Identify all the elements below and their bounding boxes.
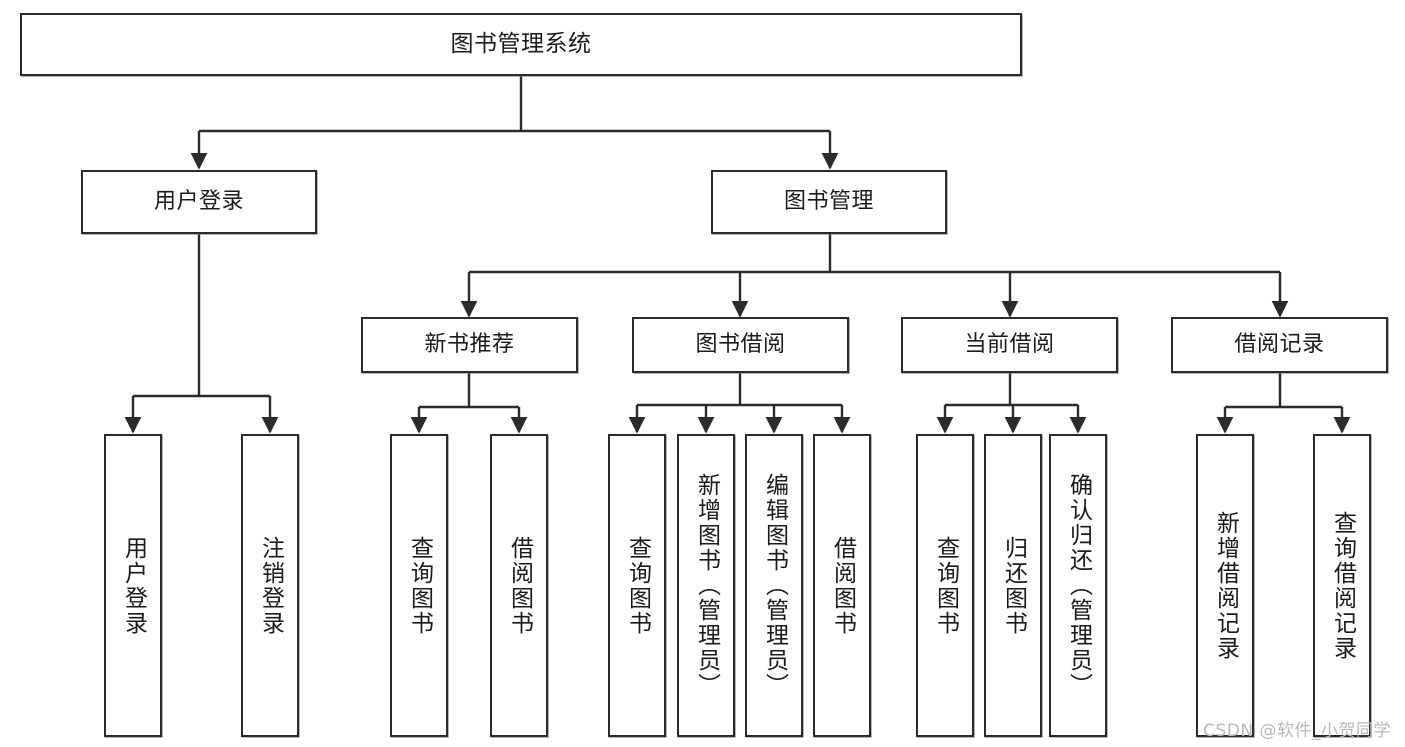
leaf-user-login-logout[interactable]: 注销登录 (241, 434, 299, 737)
node-new-book-recommend-label: 新书推荐 (424, 331, 515, 357)
node-book-borrow-label: 图书借阅 (695, 331, 786, 357)
node-root-system[interactable]: 图书管理系统 (20, 13, 1022, 76)
leaf-book-borrow-add-label: 新增图书（管理员） (693, 473, 720, 698)
node-borrow-record-label: 借阅记录 (1234, 331, 1325, 357)
leaf-user-login-logout-label: 注销登录 (257, 535, 284, 636)
node-new-book-recommend[interactable]: 新书推荐 (361, 317, 578, 373)
leaf-user-login-login[interactable]: 用户登录 (104, 434, 162, 737)
leaf-borrow-record-add-label: 新增借阅记录 (1212, 510, 1239, 661)
leaf-current-borrow-return-label: 归还图书 (1000, 535, 1027, 636)
node-current-borrow[interactable]: 当前借阅 (901, 317, 1118, 373)
csdn-watermark: CSDN @软件_小贺同学 (1203, 721, 1391, 741)
leaf-book-borrow-edit[interactable]: 编辑图书（管理员） (745, 434, 803, 737)
leaf-current-borrow-confirm-return[interactable]: 确认归还（管理员） (1049, 434, 1107, 737)
leaf-book-borrow-borrow[interactable]: 借阅图书 (813, 434, 871, 737)
leaf-book-borrow-query-label: 查询图书 (624, 535, 651, 636)
node-book-management-label: 图书管理 (783, 188, 874, 214)
leaf-new-book-query-label: 查询图书 (406, 535, 433, 636)
leaf-borrow-record-add[interactable]: 新增借阅记录 (1196, 434, 1254, 737)
node-borrow-record[interactable]: 借阅记录 (1171, 317, 1388, 373)
leaf-current-borrow-query[interactable]: 查询图书 (916, 434, 974, 737)
node-current-borrow-label: 当前借阅 (964, 331, 1055, 357)
leaf-borrow-record-query-label: 查询借阅记录 (1329, 510, 1356, 661)
leaf-current-borrow-confirm-return-label: 确认归还（管理员） (1065, 473, 1092, 698)
node-user-login[interactable]: 用户登录 (81, 170, 317, 234)
leaf-book-borrow-edit-label: 编辑图书（管理员） (761, 473, 788, 698)
leaf-current-borrow-return[interactable]: 归还图书 (984, 434, 1042, 737)
leaf-book-borrow-query[interactable]: 查询图书 (608, 434, 666, 737)
node-book-management[interactable]: 图书管理 (711, 170, 947, 234)
leaf-new-book-borrow[interactable]: 借阅图书 (490, 434, 548, 737)
node-root-system-label: 图书管理系统 (450, 30, 592, 57)
leaf-borrow-record-query[interactable]: 查询借阅记录 (1313, 434, 1371, 737)
node-book-borrow[interactable]: 图书借阅 (632, 317, 849, 373)
leaf-new-book-query[interactable]: 查询图书 (390, 434, 448, 737)
leaf-new-book-borrow-label: 借阅图书 (506, 535, 533, 636)
leaf-user-login-login-label: 用户登录 (120, 535, 147, 636)
leaf-book-borrow-borrow-label: 借阅图书 (829, 535, 856, 636)
node-user-login-label: 用户登录 (153, 188, 244, 214)
leaf-book-borrow-add[interactable]: 新增图书（管理员） (677, 434, 735, 737)
leaf-current-borrow-query-label: 查询图书 (932, 535, 959, 636)
